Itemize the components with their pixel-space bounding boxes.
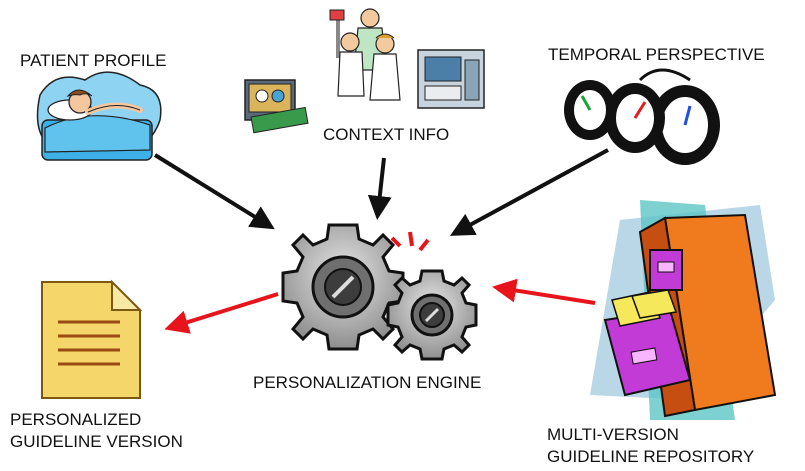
medical-equipment-icon: [417, 49, 485, 109]
personalized-guideline-label-line2: GUIDELINE VERSION: [10, 432, 183, 451]
patient-profile-label: PATIENT PROFILE: [20, 51, 167, 70]
document-icon: [41, 279, 143, 399]
personalized-guideline-label-line1: PERSONALIZED: [10, 410, 142, 429]
medical-monitor-icon: [244, 79, 309, 134]
medical-staff-icon: [329, 8, 401, 101]
repository-label-line2: GUIDELINE REPOSITORY: [547, 447, 755, 466]
patient-to-engine-arrow: [153, 153, 275, 230]
personalization-engine-label: PERSONALIZATION ENGINE: [253, 373, 482, 392]
temporal-to-engine-arrow: [449, 148, 609, 236]
file-cabinet-icon: [590, 200, 777, 420]
temporal-perspective-label: TEMPORAL PERSPECTIVE: [548, 45, 765, 64]
engine-to-document-arrow: [164, 292, 279, 334]
repository-label-line1: MULTI-VERSION: [547, 425, 679, 444]
gears-icon: [281, 223, 478, 361]
repository-to-engine-arrow: [492, 278, 596, 305]
context-info-label: CONTEXT INFO: [323, 125, 450, 144]
patient-in-bed-icon: [36, 71, 162, 161]
context-to-engine-arrow: [367, 157, 392, 220]
clocks-icon: [564, 68, 720, 165]
